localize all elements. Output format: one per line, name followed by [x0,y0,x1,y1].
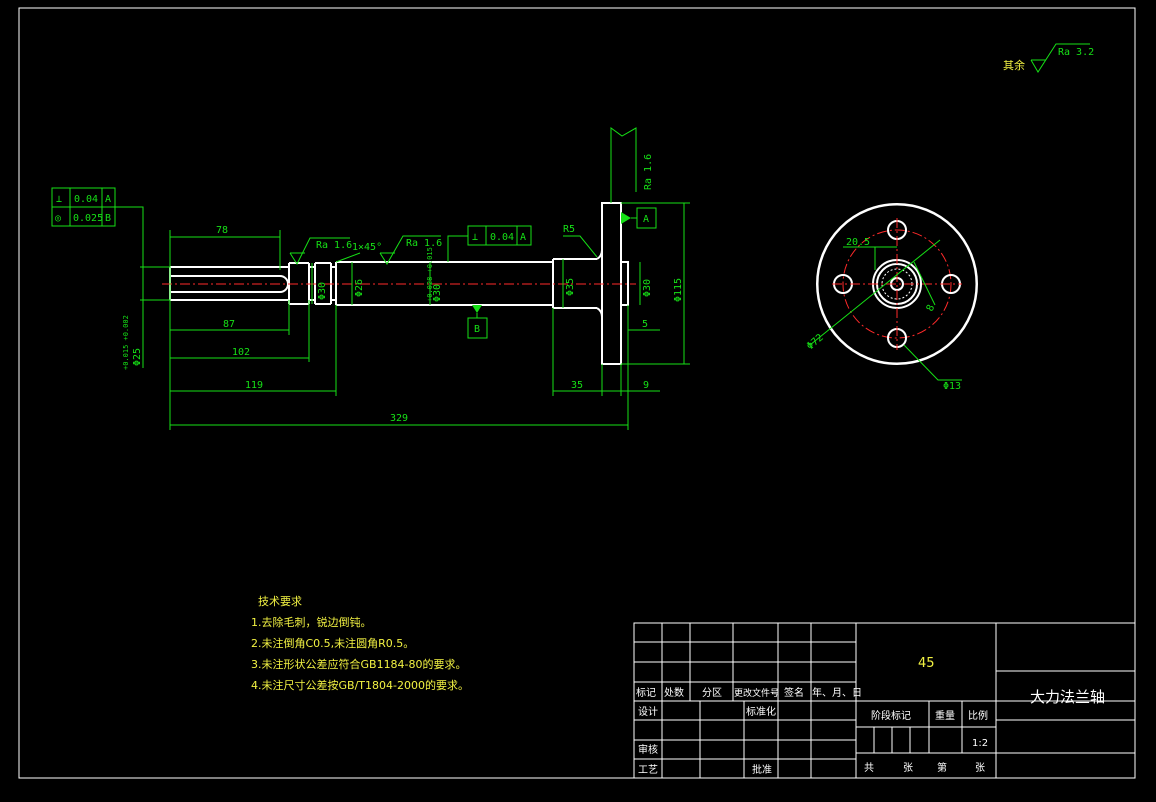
dim-119: 119 [245,380,263,391]
dim-8: 8 [925,303,938,313]
tech-item-4: 4.未注尺寸公差按GB/T1804-2000的要求。 [251,678,469,692]
dim-87: 87 [223,319,235,330]
dim-20-5: 20.5 [846,237,870,248]
sheet-total: 共 [864,762,874,774]
dim-dia115: Φ115 [673,278,684,302]
fillet-r5: R5 [563,224,598,258]
hdr-change-doc: 更改文件号 [734,687,779,699]
dim-78: 78 [216,225,228,236]
gdt-datum-1: A [105,194,111,205]
gdt-tol-2: 0.025 [73,213,103,224]
tech-item-3: 3.未注形状公差应符合GB1184-80的要求。 [251,657,467,671]
fillet-label: R5 [563,224,575,235]
gdt-datum-2: B [105,213,111,224]
row-design: 设计 [638,705,658,718]
roughness-3: Ra 1.6 [643,154,654,190]
dim-9: 9 [643,380,649,391]
tech-title: 技术要求 [258,595,302,608]
sheet-unit-2: 张 [975,762,985,774]
dim-102: 102 [232,347,250,358]
finish-other-label: 其余 [1003,58,1025,72]
dim-dia30b-tol: +0.028 +0.015 [426,247,434,302]
roughness-1: Ra 1.6 [316,240,352,251]
scale-label: 比例 [968,709,988,722]
stage-label: 阶段标记 [871,709,911,722]
part-name: 大力法兰轴 [1030,688,1105,706]
tech-item-2: 2.未注倒角C0.5,未注圆角R0.5。 [251,636,414,650]
roughness-2: Ra 1.6 [406,238,442,249]
shaft-side-view [162,202,636,365]
dim-dia30a: Φ30 [317,282,328,300]
gdt-mid-datum: A [520,232,526,243]
chamfer-label: 1×45° [352,242,382,253]
scale-value: 1:2 [972,738,988,749]
std-label: 标准化 [746,705,776,718]
hdr-date: 年、月、日 [812,686,862,699]
gdt-mid-tol: 0.04 [490,232,514,243]
sheet-number: 第 [937,761,947,774]
finish-other-value: Ra 3.2 [1058,47,1094,58]
material: 45 [918,656,935,671]
hdr-signature: 签名 [784,686,804,699]
hdr-count: 处数 [664,686,684,699]
gdt-frame-mid: ⊥ 0.04 A [447,225,532,262]
technical-requirements: 技术要求 1.去除毛刺，锐边倒钝。 2.未注倒角C0.5,未注圆角R0.5。 3… [251,595,469,692]
title-block: 45 大力法兰轴 标记 处数 分区 更改文件号 签名 年、月、日 设计 审核 工… [633,622,1136,779]
surface-finish-other: 其余 Ra 3.2 [1003,43,1094,73]
dim-5: 5 [642,319,648,330]
datum-a: A [621,207,657,229]
diameter-dimensions: Φ25 +0.015 +0.002 Φ30 Φ26 Φ30 +0.028 +0.… [122,202,690,370]
sheet-unit-1: 张 [903,762,913,774]
dim-dia25-tol: +0.015 +0.002 [122,315,130,370]
dim-35: 35 [571,380,583,391]
gdt-tol-1: 0.04 [74,194,98,205]
flange-end-view: 20.5 8 Φ72 Φ13 [805,203,978,392]
gdt-perp-symbol: ⊥ [56,194,62,205]
row-process: 工艺 [638,764,658,776]
approve-label: 批准 [752,763,772,776]
gdt-mid-symbol: ⊥ [472,232,478,243]
tech-item-1: 1.去除毛刺，锐边倒钝。 [251,615,372,629]
dim-dia30c: Φ30 [642,279,653,297]
gdt-concentric-symbol: ◎ [55,213,61,224]
hdr-mark: 标记 [636,687,656,699]
dim-dia25: Φ25 [132,348,143,366]
dim-dia13: Φ13 [943,381,961,392]
dim-dia35: Φ35 [565,278,576,296]
weight-label: 重量 [935,709,955,722]
datum-a-label: A [643,214,649,225]
roughness-marks: Ra 1.6 1×45° Ra 1.6 Ra 1.6 [289,127,654,266]
dim-329: 329 [390,413,408,424]
datum-b: B [467,305,488,339]
hdr-zone: 分区 [702,687,722,699]
dim-dia26: Φ26 [354,279,365,297]
row-check: 审核 [638,743,658,756]
drawing-border [18,7,1136,779]
linear-dimensions: 78 87 102 119 329 35 9 5 [169,225,660,430]
dim-dia30b: Φ30 [432,284,443,302]
gdt-frames-left: ⊥ 0.04 A ◎ 0.025 B [51,187,144,268]
datum-b-label: B [474,324,480,335]
